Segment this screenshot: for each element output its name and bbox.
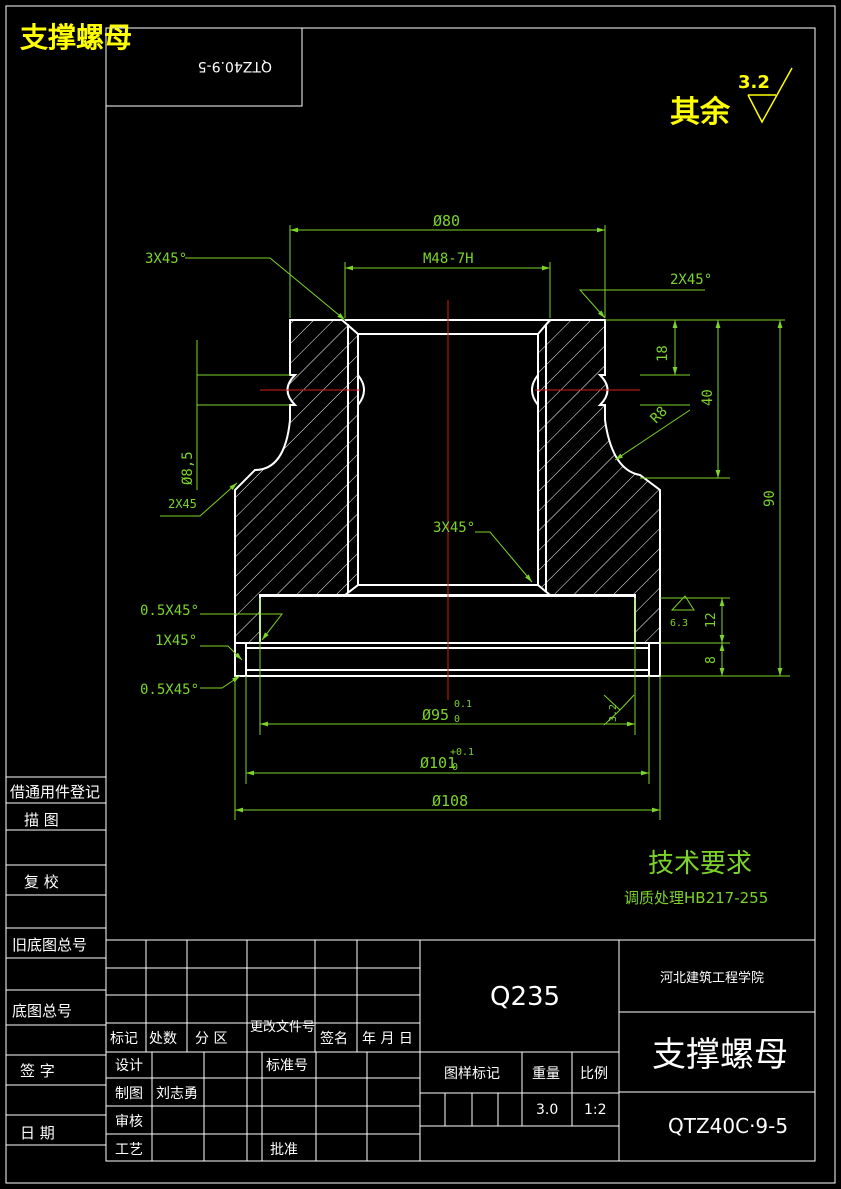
dim-rough-32: 3.2	[608, 704, 619, 722]
dim-d101-lower: 0	[452, 762, 458, 773]
rev-header-date: 年 月 日	[362, 1031, 413, 1047]
strip-item-sign: 签 字	[20, 1062, 55, 1080]
dim-r8: R8	[648, 404, 671, 427]
rev-header-doc: 更改文件号	[250, 1020, 315, 1035]
stage-label: 图样标记	[444, 1066, 500, 1082]
dim-d101: Ø101	[420, 754, 456, 772]
strip-item-recheck: 复 校	[24, 873, 59, 891]
weight-label: 重量	[532, 1066, 560, 1082]
dim-chamfer-05x45-b: 0.5X45°	[140, 682, 199, 698]
dim-h40: 40	[700, 389, 716, 406]
dim-d95-lower: 0	[454, 714, 460, 725]
dim-chamfer-2x45-left: 2X45	[168, 497, 197, 511]
material: Q235	[490, 982, 560, 1012]
header-title: 支撑螺母	[20, 21, 132, 54]
strip-item-base: 底图总号	[12, 1002, 72, 1020]
dim-chamfer-1x45: 1X45°	[155, 633, 197, 649]
rev-header-count: 处数	[149, 1031, 177, 1047]
dim-d95: Ø95	[422, 706, 449, 724]
dim-chamfer-2x45-right: 2X45°	[670, 272, 712, 288]
dim-d80: Ø80	[433, 212, 460, 230]
dim-d8-5: Ø8,5	[180, 451, 196, 485]
dim-d95-upper: 0.1	[454, 699, 472, 710]
strip-item-register: 借通用件登记	[10, 783, 100, 801]
dim-chamfer-3x45-inner: 3X45°	[433, 520, 475, 536]
drawing-number: QTZ40C·9-5	[668, 1114, 788, 1138]
dimension-lines	[160, 225, 790, 820]
roughness-symbol-icon	[747, 67, 793, 124]
strip-item-date: 日 期	[20, 1124, 55, 1142]
roughness-label: 其余	[670, 95, 731, 130]
drafter-name: 刘志勇	[156, 1086, 198, 1102]
tech-item: 调质处理HB217-255	[624, 889, 768, 907]
roughness-note: 其余 3.2	[670, 67, 793, 130]
corner-code-rotated: QTZ40.9-5	[198, 58, 272, 74]
dimension-texts: Ø80 M48-7H 3X45° 2X45° 18 40 90 R8 Ø8,5 …	[140, 212, 778, 810]
dim-chamfer-05x45-a: 0.5X45°	[140, 603, 199, 619]
role-approve: 批准	[270, 1142, 298, 1158]
scale-value: 1:2	[584, 1102, 607, 1118]
dim-h18: 18	[655, 345, 671, 362]
dim-d101-upper: +0.1	[450, 747, 474, 758]
dim-rough-63: 6.3	[670, 618, 688, 629]
dim-m48: M48-7H	[423, 251, 474, 267]
role-draft: 制图	[115, 1086, 143, 1102]
strip-item-trace: 描 图	[24, 811, 59, 829]
dim-h8: 8	[704, 656, 719, 664]
title-block: 标记 处数 分 区 更改文件号 签名 年 月 日 设计 标准号 制图 刘志勇 审…	[105, 939, 816, 1162]
institution: 河北建筑工程学院	[660, 970, 764, 986]
role-process: 工艺	[115, 1142, 143, 1158]
dim-h12: 12	[704, 612, 719, 628]
dim-chamfer-3x45-top: 3X45°	[145, 251, 187, 267]
strip-item-old-base: 旧底图总号	[12, 936, 87, 954]
scale-label: 比例	[580, 1066, 608, 1082]
rev-header-zone: 分 区	[195, 1031, 227, 1047]
dim-d108: Ø108	[432, 792, 468, 810]
rev-header-mark: 标记	[110, 1031, 138, 1047]
tech-title: 技术要求	[648, 849, 752, 879]
role-standard: 标准号	[266, 1058, 308, 1074]
rev-header-sign: 签名	[320, 1030, 348, 1047]
role-design: 设计	[115, 1058, 143, 1074]
role-review: 审核	[115, 1114, 143, 1130]
left-strip: 借通用件登记 描 图 复 校 旧底图总号 底图总号 签 字 日 期	[6, 776, 106, 1146]
weight-value: 3.0	[536, 1102, 558, 1118]
part-name: 支撑螺母	[652, 1035, 788, 1075]
roughness-value: 3.2	[738, 72, 770, 93]
dim-h90: 90	[762, 490, 778, 507]
part-section	[234, 300, 661, 700]
